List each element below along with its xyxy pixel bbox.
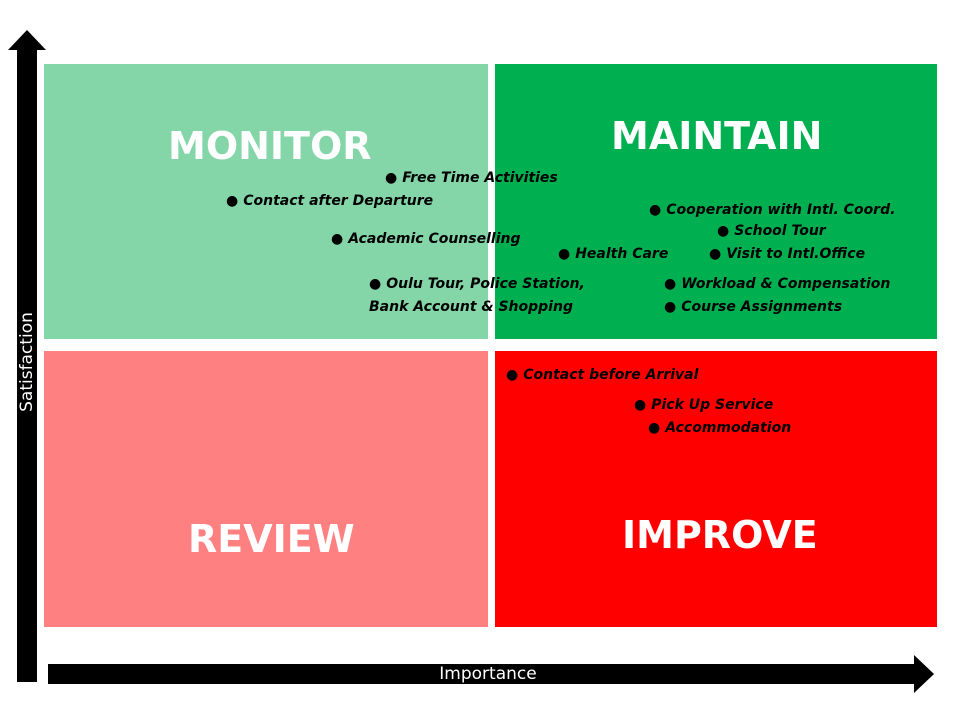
- item-text: Course Assignments: [681, 299, 843, 315]
- bullet-icon: ●: [648, 420, 661, 436]
- item-cooperation: ●Cooperation with Intl. Coord.: [649, 199, 895, 222]
- item-accommodation: ●Accommodation: [648, 417, 791, 440]
- bullet-icon: ●: [385, 170, 398, 186]
- item-academic-counselling: ●Academic Counselling: [331, 228, 520, 251]
- item-text: Health Care: [575, 246, 669, 262]
- monitor-quadrant: [44, 64, 488, 339]
- item-text: Oulu Tour, Police Station,: [386, 276, 585, 292]
- bullet-icon: ●: [369, 276, 382, 292]
- item-oulu-tour-line2: Bank Account & Shopping: [369, 299, 573, 315]
- item-text: Visit to Intl.Office: [726, 246, 866, 262]
- bullet-icon: ●: [634, 397, 647, 413]
- item-text: Workload & Compensation: [681, 276, 891, 292]
- x-axis-shaft: [48, 664, 918, 684]
- item-pickup-service: ●Pick Up Service: [634, 394, 773, 417]
- item-text: Contact before Arrival: [523, 367, 699, 383]
- y-axis-shaft: [17, 48, 37, 682]
- item-text: Contact after Departure: [243, 193, 434, 209]
- item-text: Cooperation with Intl. Coord.: [666, 202, 896, 218]
- item-contact-after-departure: ●Contact after Departure: [226, 190, 433, 213]
- bullet-icon: ●: [717, 223, 730, 239]
- maintain-quadrant: [495, 64, 937, 339]
- review-label: REVIEW: [188, 517, 355, 561]
- bullet-icon: ●: [649, 202, 662, 218]
- item-text: School Tour: [734, 223, 826, 239]
- item-school-tour: ●School Tour: [717, 220, 826, 243]
- y-axis-label: Satisfaction: [17, 312, 37, 412]
- bullet-icon: ●: [664, 299, 677, 315]
- monitor-label: MONITOR: [168, 124, 372, 168]
- maintain-label: MAINTAIN: [611, 114, 823, 158]
- improve-quadrant: [495, 351, 937, 627]
- item-visit-office: ●Visit to Intl.Office: [709, 243, 865, 266]
- item-health-care: ●Health Care: [558, 243, 668, 266]
- review-quadrant: [44, 351, 488, 627]
- item-text: Pick Up Service: [651, 397, 774, 413]
- item-oulu-tour: ●Oulu Tour, Police Station,: [369, 273, 585, 296]
- y-axis-arrow-icon: [8, 30, 46, 50]
- bullet-icon: ●: [226, 193, 239, 209]
- x-axis-label: Importance: [439, 664, 537, 684]
- item-text: Accommodation: [665, 420, 792, 436]
- item-free-time: ●Free Time Activities: [385, 167, 558, 190]
- item-contact-before-arrival: ●Contact before Arrival: [506, 364, 698, 387]
- bullet-icon: ●: [664, 276, 677, 292]
- bullet-icon: ●: [506, 367, 519, 383]
- bullet-icon: ●: [558, 246, 571, 262]
- bullet-icon: ●: [709, 246, 722, 262]
- item-course-assignments: ●Course Assignments: [664, 296, 842, 319]
- bullet-icon: ●: [331, 231, 344, 247]
- item-text: Free Time Activities: [402, 170, 558, 186]
- x-axis-arrow-icon: [914, 655, 934, 693]
- item-text: Academic Counselling: [348, 231, 521, 247]
- improve-label: IMPROVE: [622, 513, 818, 557]
- item-workload: ●Workload & Compensation: [664, 273, 890, 296]
